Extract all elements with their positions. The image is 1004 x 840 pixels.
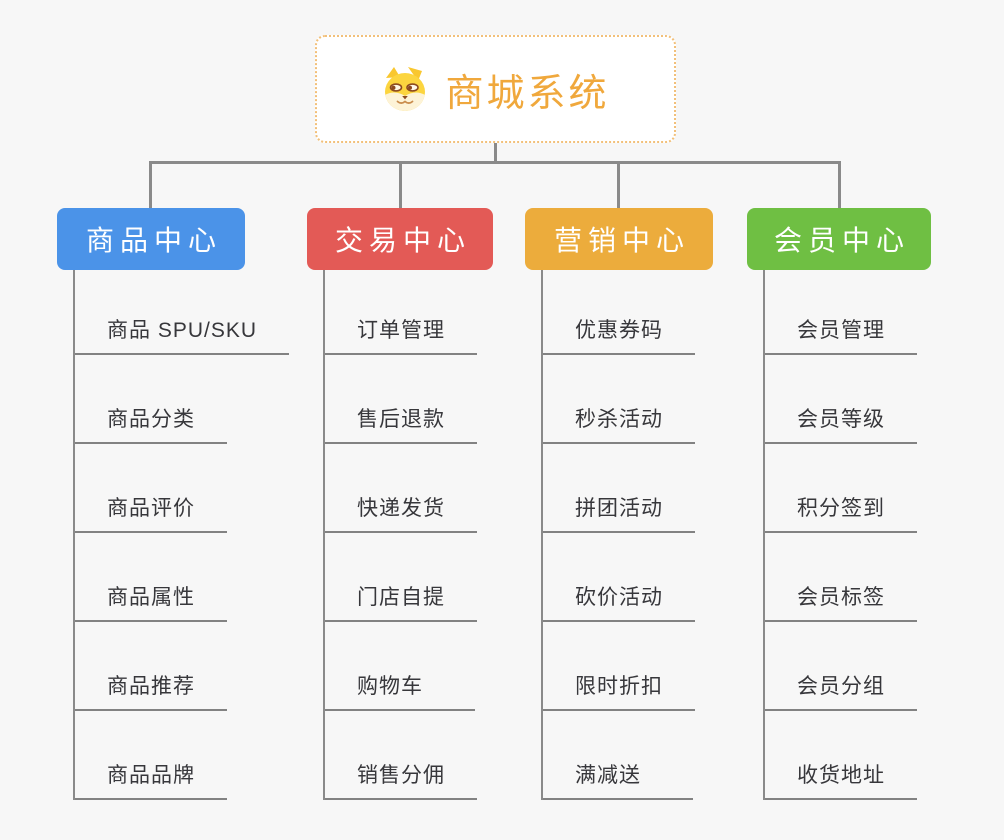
leaf-topic[interactable]: 满减送: [543, 711, 693, 800]
branch-children-marketing: 优惠券码 秒杀活动 拼团活动 砍价活动 限时折扣 满减送: [541, 266, 695, 800]
leaf-topic[interactable]: 商品 SPU/SKU: [75, 266, 290, 355]
leaf-topic[interactable]: 商品分类: [75, 355, 227, 444]
branch-node-products[interactable]: 商品中心: [57, 208, 245, 270]
root-node[interactable]: 商城系统: [315, 35, 676, 143]
leaf-topic[interactable]: 会员管理: [765, 266, 917, 355]
connector-drop-members: [838, 161, 841, 208]
leaf-topic[interactable]: 积分签到: [765, 444, 917, 533]
leaf-topic[interactable]: 会员等级: [765, 355, 917, 444]
leaf-topic[interactable]: 会员分组: [765, 622, 917, 711]
branch-node-trade[interactable]: 交易中心: [307, 208, 493, 270]
leaf-topic[interactable]: 快递发货: [325, 444, 477, 533]
branch-children-members: 会员管理 会员等级 积分签到 会员标签 会员分组 收货地址: [763, 266, 917, 800]
leaf-topic[interactable]: 砍价活动: [543, 533, 695, 622]
leaf-topic[interactable]: 销售分佣: [325, 711, 477, 800]
connector-drop-trade: [399, 161, 402, 208]
leaf-topic[interactable]: 优惠券码: [543, 266, 695, 355]
branch-node-members[interactable]: 会员中心: [747, 208, 931, 270]
leaf-topic[interactable]: 商品品牌: [75, 711, 227, 800]
root-label: 商城系统: [445, 72, 610, 115]
leaf-topic[interactable]: 限时折扣: [543, 622, 695, 711]
leaf-topic[interactable]: 拼团活动: [543, 444, 695, 533]
leaf-topic[interactable]: 订单管理: [325, 266, 477, 355]
branch-children-trade: 订单管理 售后退款 快递发货 门店自提 购物车 销售分佣: [323, 266, 477, 800]
branch-node-marketing[interactable]: 营销中心: [525, 208, 713, 270]
leaf-topic[interactable]: 收货地址: [765, 711, 917, 800]
leaf-topic[interactable]: 商品推荐: [75, 622, 227, 711]
dog-face-icon: [381, 66, 429, 112]
connector-drop-marketing: [617, 161, 620, 208]
branch-children-products: 商品 SPU/SKU 商品分类 商品评价 商品属性 商品推荐 商品品牌: [73, 266, 290, 800]
leaf-topic[interactable]: 会员标签: [765, 533, 917, 622]
connector-drop-products: [149, 161, 152, 208]
leaf-topic[interactable]: 商品评价: [75, 444, 227, 533]
leaf-topic[interactable]: 商品属性: [75, 533, 227, 622]
leaf-topic[interactable]: 门店自提: [325, 533, 477, 622]
leaf-topic[interactable]: 秒杀活动: [543, 355, 695, 444]
connector-bus: [150, 161, 840, 164]
connector-root-stem: [494, 141, 497, 163]
leaf-topic[interactable]: 购物车: [325, 622, 475, 711]
leaf-topic[interactable]: 售后退款: [325, 355, 477, 444]
